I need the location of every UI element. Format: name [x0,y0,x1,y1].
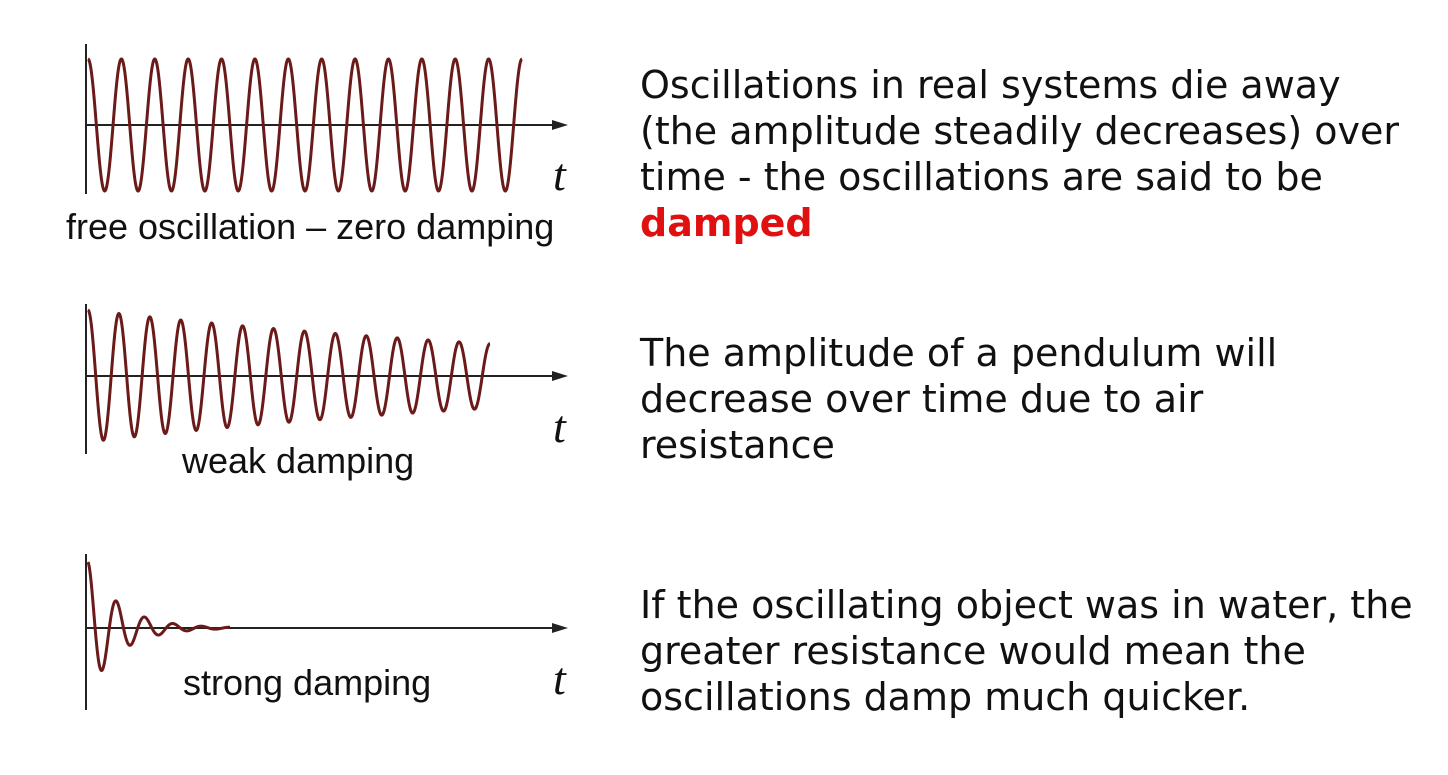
water-paragraph: If the oscillating object was in water, … [640,583,1413,719]
x-axis-arrow-icon [552,120,568,130]
waveform [86,561,231,673]
free-oscillation-plot [85,44,568,194]
time-axis-label: t [553,149,566,200]
strong-damping-graph [70,550,580,715]
x-axis-arrow-icon [552,623,568,633]
damped-keyword: damped [640,201,813,245]
pendulum-paragraph: The amplitude of a pendulum will decreas… [640,331,1278,467]
paragraph-text: Oscillations in real systems die away (t… [640,63,1399,199]
free-oscillation-graph [70,40,580,200]
damped-definition-paragraph: Oscillations in real systems die away (t… [640,62,1420,246]
time-axis-label: t [553,653,566,704]
strong-damping-plot [85,554,568,710]
weak-damping-plot [85,304,568,454]
free-oscillation-label: free oscillation – zero damping [66,206,555,247]
time-axis-label: t [553,401,566,452]
x-axis-arrow-icon [552,371,568,381]
weak-damping-label: weak damping [182,440,415,481]
weak-damping-graph [70,300,580,460]
waveform [87,57,523,193]
strong-damping-label: strong damping [183,662,432,703]
waveform [87,308,491,442]
